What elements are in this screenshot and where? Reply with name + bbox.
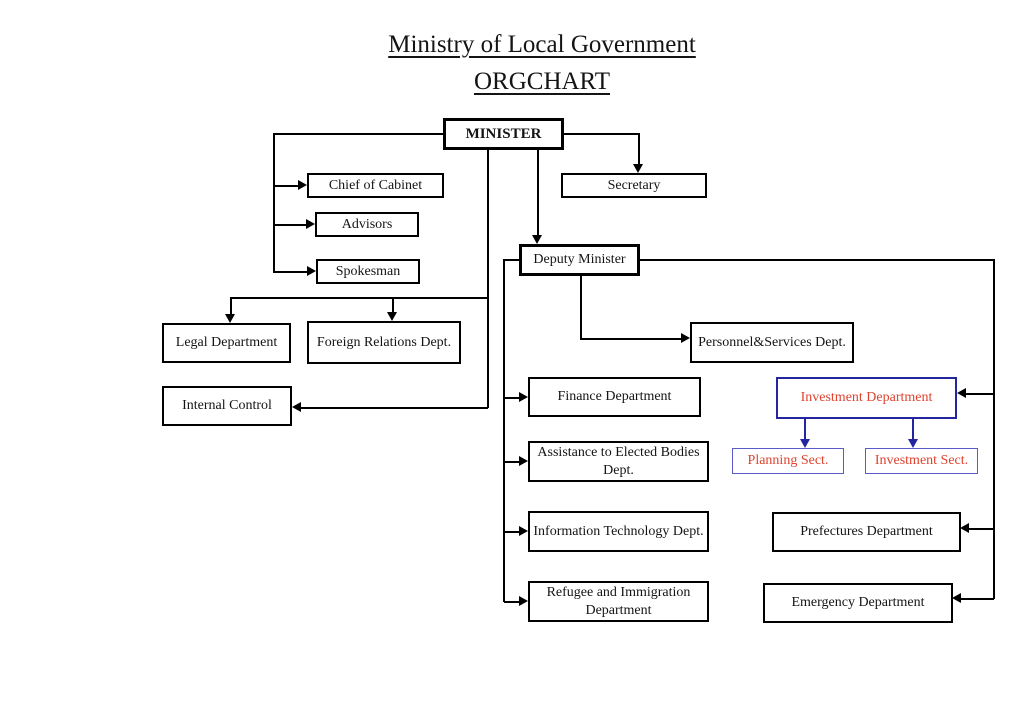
node-investment-department-label: Investment Department xyxy=(800,390,933,406)
arrowhead xyxy=(519,456,528,466)
node-deputy-minister-label: Deputy Minister xyxy=(533,252,626,268)
node-secretary: Secretary xyxy=(561,173,707,198)
node-chief-of-cabinet: Chief of Cabinet xyxy=(307,173,444,198)
arrowhead xyxy=(298,180,307,190)
connector xyxy=(230,297,488,299)
connector xyxy=(504,461,520,463)
node-advisors: Advisors xyxy=(315,212,419,237)
node-investment-sect: Investment Sect. xyxy=(865,448,978,474)
connector xyxy=(969,528,994,530)
arrowhead xyxy=(519,392,528,402)
connector xyxy=(487,149,489,408)
arrowhead xyxy=(532,235,542,244)
connector xyxy=(638,133,640,166)
connector xyxy=(392,297,394,312)
node-investment-sect-label: Investment Sect. xyxy=(874,453,969,469)
connector xyxy=(503,259,520,261)
connector xyxy=(273,271,308,273)
connector xyxy=(273,224,307,226)
node-spokesman-label: Spokesman xyxy=(335,263,401,279)
connector xyxy=(961,598,994,600)
slide-title: Ministry of Local Government ORGCHART xyxy=(388,26,696,100)
node-emergency-department: Emergency Department xyxy=(763,583,953,623)
connector xyxy=(993,259,995,599)
node-prefectures-department: Prefectures Department xyxy=(772,512,961,552)
connector xyxy=(273,133,275,272)
node-refugee-and-immigration-department: Refugee and Immigration Department xyxy=(528,581,709,622)
connector xyxy=(912,419,914,440)
connector xyxy=(640,259,993,261)
arrowhead xyxy=(519,526,528,536)
node-information-technology-dept-label: Information Technology Dept. xyxy=(533,523,704,539)
node-personnel-services-dept: Personnel&Services Dept. xyxy=(690,322,854,363)
arrowhead xyxy=(800,439,810,448)
node-finance-department: Finance Department xyxy=(528,377,701,417)
arrowhead xyxy=(292,402,301,412)
node-planning-sect-label: Planning Sect. xyxy=(747,453,829,469)
node-legal-department: Legal Department xyxy=(162,323,291,363)
node-foreign-relations-dept-label: Foreign Relations Dept. xyxy=(316,334,452,350)
connector xyxy=(537,149,539,235)
connector xyxy=(966,393,994,395)
node-emergency-department-label: Emergency Department xyxy=(791,595,925,611)
connector xyxy=(504,531,520,533)
connector xyxy=(804,419,806,440)
arrowhead xyxy=(952,593,961,603)
node-advisors-label: Advisors xyxy=(341,216,393,232)
node-refugee-and-immigration-department-label: Refugee and Immigration Department xyxy=(546,585,691,618)
connector xyxy=(580,276,582,338)
arrowhead xyxy=(387,312,397,321)
node-chief-of-cabinet-label: Chief of Cabinet xyxy=(328,177,423,193)
node-secretary-label: Secretary xyxy=(607,177,661,193)
arrowhead xyxy=(633,164,643,173)
node-planning-sect: Planning Sect. xyxy=(732,448,844,474)
node-deputy-minister: Deputy Minister xyxy=(519,244,640,276)
connector xyxy=(504,601,520,603)
connector xyxy=(563,133,638,135)
node-internal-control-label: Internal Control xyxy=(182,398,272,414)
connector xyxy=(301,407,488,409)
node-investment-department: Investment Department xyxy=(776,377,957,419)
arrowhead xyxy=(960,523,969,533)
connector xyxy=(273,133,443,135)
arrowhead xyxy=(306,219,315,229)
connector xyxy=(230,297,232,314)
slide-title-line2: ORGCHART xyxy=(473,68,611,95)
arrowhead xyxy=(307,266,316,276)
node-assistance-to-elected-bodies-dept-label: Assistance to Elected Bodies Dept. xyxy=(537,445,700,478)
node-foreign-relations-dept: Foreign Relations Dept. xyxy=(307,321,461,364)
arrowhead xyxy=(225,314,235,323)
connector xyxy=(504,397,520,399)
node-prefectures-department-label: Prefectures Department xyxy=(800,524,933,540)
node-minister: MINISTER xyxy=(443,118,564,150)
arrowhead xyxy=(519,596,528,606)
node-assistance-to-elected-bodies-dept: Assistance to Elected Bodies Dept. xyxy=(528,441,709,482)
node-information-technology-dept: Information Technology Dept. xyxy=(528,511,709,552)
node-internal-control: Internal Control xyxy=(162,386,292,426)
arrowhead xyxy=(957,388,966,398)
connector xyxy=(580,338,681,340)
node-finance-department-label: Finance Department xyxy=(557,389,672,405)
node-legal-department-label: Legal Department xyxy=(175,335,278,351)
arrowhead xyxy=(908,439,918,448)
connector xyxy=(503,259,505,602)
connector xyxy=(273,185,299,187)
node-personnel-services-dept-label: Personnel&Services Dept. xyxy=(698,334,846,350)
arrowhead xyxy=(681,333,690,343)
node-spokesman: Spokesman xyxy=(316,259,420,284)
node-minister-label: MINISTER xyxy=(465,125,542,142)
slide-title-line1: Ministry of Local Government xyxy=(388,31,696,58)
